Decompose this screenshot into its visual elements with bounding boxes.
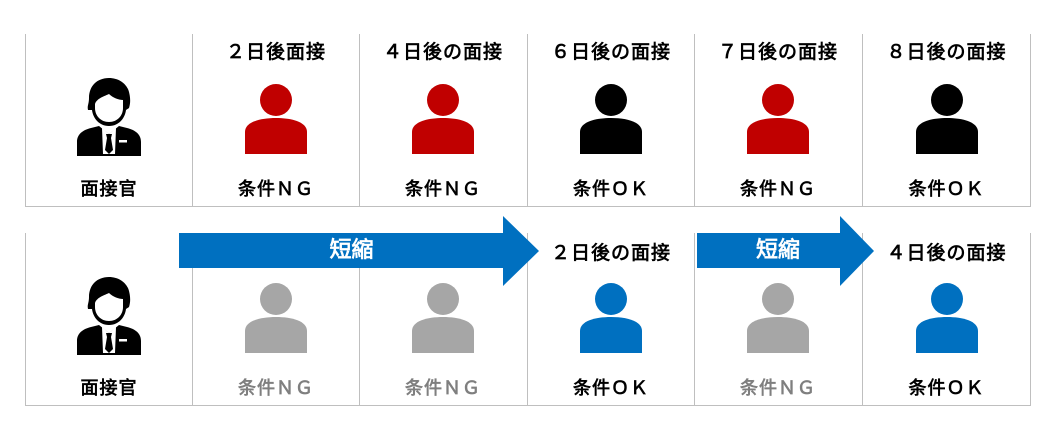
condition-label: 条件ＮＧ <box>740 378 816 399</box>
candidate-column: ６日後の面接 条件ＯＫ <box>527 34 694 207</box>
person-icon <box>412 84 474 154</box>
person-icon <box>915 283 978 353</box>
interviewer-icon <box>77 277 141 355</box>
interview-day-heading: ４日後の面接 <box>886 242 1007 264</box>
interview-day-heading: ８日後の面接 <box>886 41 1007 63</box>
person-icon <box>747 84 809 154</box>
row-divider <box>25 206 1031 207</box>
candidate-column: ４日後の面接 条件ＮＧ <box>359 34 526 207</box>
condition-label: 条件ＯＫ <box>573 378 649 399</box>
person-icon <box>245 283 307 353</box>
right-arrow-icon <box>697 216 874 286</box>
person-icon <box>580 84 642 154</box>
condition-label: 条件ＮＧ <box>238 378 314 399</box>
candidate-column: ７日後の面接 条件ＮＧ <box>694 34 861 207</box>
condition-label: 条件ＯＫ <box>908 378 985 399</box>
person-icon <box>915 84 978 154</box>
candidate-column: ２日後面接 条件ＮＧ <box>192 34 359 207</box>
shorten-arrow: 短縮 <box>179 216 540 286</box>
interview-day-heading: ６日後の面接 <box>550 41 671 63</box>
shorten-arrow-label: 短縮 <box>755 238 800 263</box>
candidate-column: ４日後の面接 条件ＯＫ <box>862 233 1031 406</box>
row-divider <box>25 405 1031 406</box>
condition-label: 条件ＮＧ <box>405 378 481 399</box>
interview-day-heading: ４日後の面接 <box>382 41 503 63</box>
interviewer-label: 面接官 <box>80 179 138 200</box>
candidate-column: 条件ＮＧ <box>192 233 359 406</box>
condition-label: 条件ＮＧ <box>405 179 481 200</box>
person-icon <box>580 283 642 353</box>
condition-label: 条件ＮＧ <box>740 179 816 200</box>
interviewer-label: 面接官 <box>80 378 138 399</box>
interview-day-heading: ２日後の面接 <box>550 242 671 264</box>
candidate-column: 条件ＮＧ <box>359 233 526 406</box>
person-icon <box>747 283 809 353</box>
person-icon <box>245 84 307 154</box>
shortened-schedule-row: 面接官 条件ＮＧ 条件ＮＧ ２日後の面接 条件ＯＫ 条件ＮＧ ４日後の面接 条件… <box>25 233 1031 406</box>
interviewer-cell: 面接官 <box>25 233 192 406</box>
interview-day-heading: ７日後の面接 <box>717 41 838 63</box>
interviewer-cell: 面接官 <box>25 34 192 207</box>
candidate-column: ２日後の面接 条件ＯＫ <box>527 233 694 406</box>
current-schedule-row: 面接官 ２日後面接 条件ＮＧ ４日後の面接 条件ＮＧ ６日後の面接 条件ＯＫ ７… <box>25 34 1031 207</box>
person-icon <box>412 283 474 353</box>
interview-day-heading: ２日後面接 <box>225 41 326 63</box>
condition-label: 条件ＮＧ <box>238 179 314 200</box>
right-arrow-icon <box>179 216 539 286</box>
condition-label: 条件ＯＫ <box>573 179 649 200</box>
candidate-column: 条件ＮＧ <box>694 233 861 406</box>
condition-label: 条件ＯＫ <box>908 179 985 200</box>
shorten-arrow-label: 短縮 <box>329 238 374 263</box>
interviewer-icon <box>77 78 141 156</box>
shorten-arrow: 短縮 <box>697 216 875 286</box>
candidate-column: ８日後の面接 条件ＯＫ <box>862 34 1031 207</box>
